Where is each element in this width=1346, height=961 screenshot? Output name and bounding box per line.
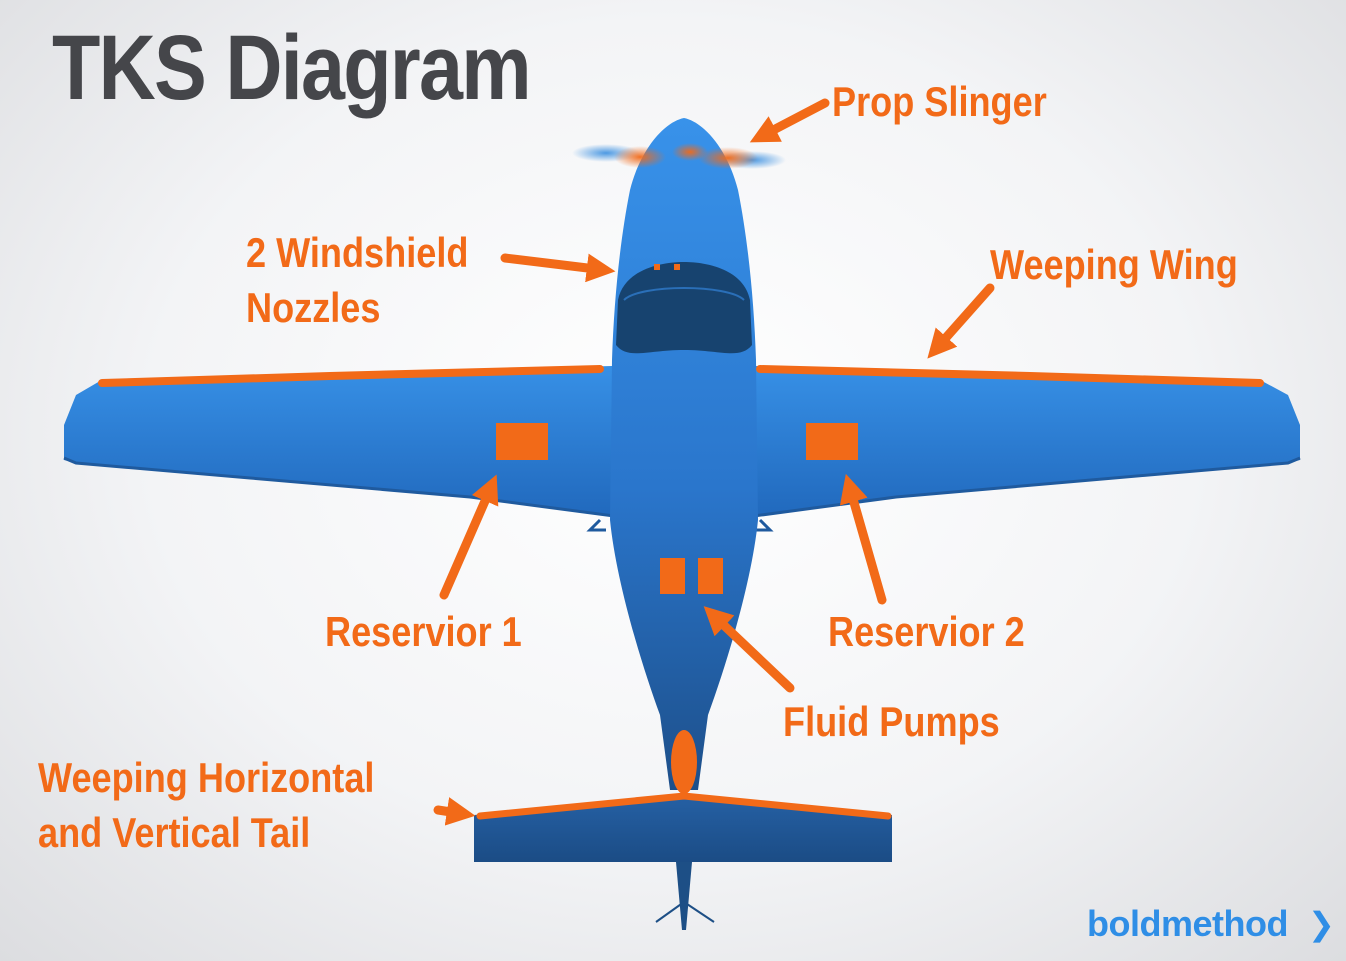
fluid-pumps-arrow [703,606,795,693]
label-reservoir-2: Reservior 2 [828,608,1025,655]
fuselage [610,118,758,790]
label-weeping-tail: Weeping Horizontal and Vertical Tail [38,750,374,861]
left-wing-weeping-panel [98,365,604,387]
label-weeping-tail-line2: and Vertical Tail [38,809,311,857]
reservoir-2-arrow [839,473,887,605]
prop-slinger-arrow [749,98,830,143]
label-weeping-wing: Weeping Wing [990,241,1238,288]
canopy [616,262,752,354]
prop-slinger-left [614,146,666,168]
label-windshield-nozzles: 2 Windshield Nozzles [246,225,468,336]
windshield-nozzles-arrow [500,253,616,283]
label-fluid-pumps: Fluid Pumps [783,698,1000,745]
propeller [572,143,786,169]
label-windshield-nozzles-line1: 2 Windshield [246,229,469,276]
vertical-tail [671,730,697,794]
fluid-pump-1-box [660,558,685,594]
weeping-wing-arrow [927,283,995,359]
windshield-nozzle-right [674,264,680,270]
reservoir-1-arrow [439,474,499,600]
reservoir-1-box [496,423,548,460]
fluid-pump-2-box [698,558,723,594]
windshield-nozzle-left [654,264,660,270]
right-wing-weeping-panel [756,365,1264,387]
label-weeping-tail-line1: Weeping Horizontal [38,754,375,801]
label-reservoir-1: Reservior 1 [325,608,522,655]
label-prop-slinger: Prop Slinger [832,78,1047,125]
horizontal-tail [474,792,892,862]
tail-cone [655,862,715,930]
reservoir-2-box [806,423,858,460]
brand-logo: boldmethod [1087,903,1288,944]
page-title: TKS Diagram [52,17,532,119]
tail-weeping-panel [476,792,892,820]
chevron-right-icon: ❯ [1308,905,1335,943]
prop-slinger-right [698,147,758,169]
weeping-tail-arrow [433,797,476,826]
label-windshield-nozzles-line2: Nozzles [246,284,381,332]
